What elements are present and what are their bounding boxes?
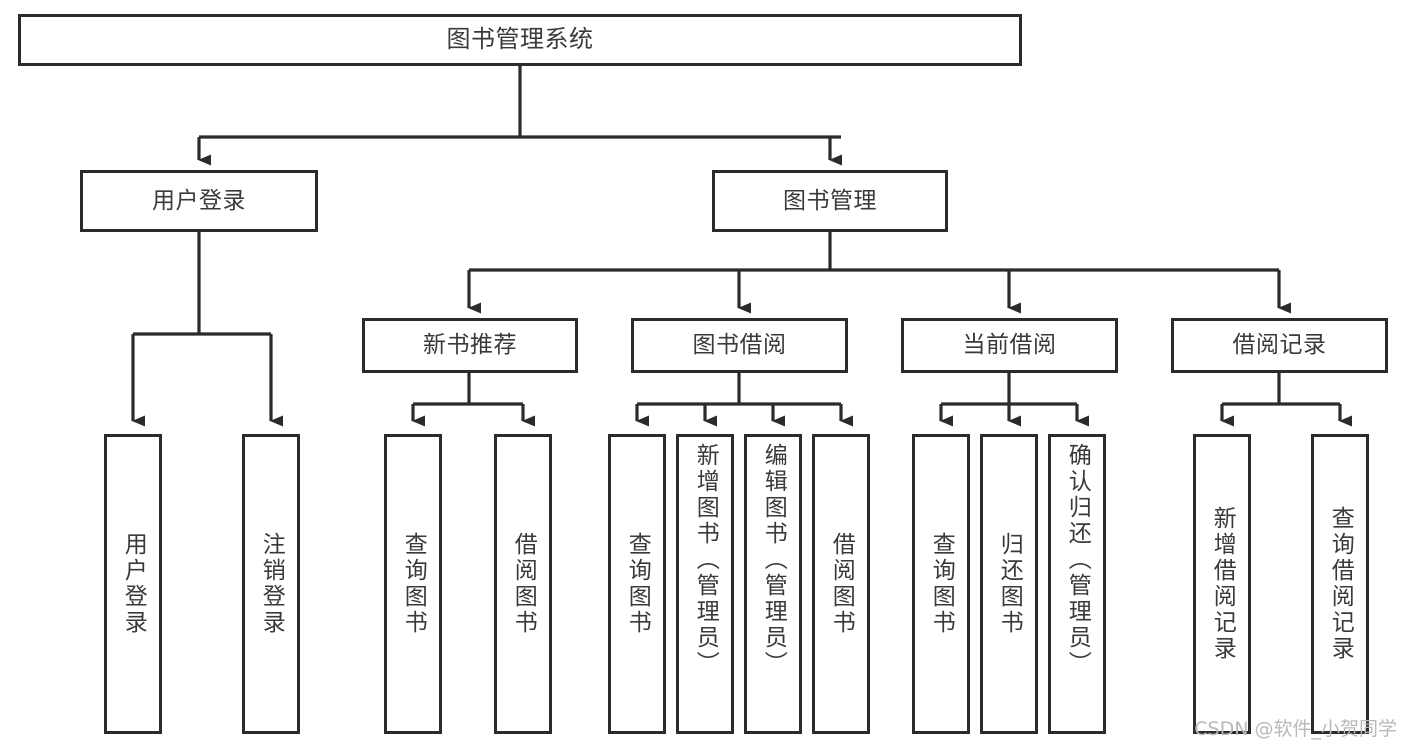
node-current-borrow[interactable]: 当前借阅 [901, 318, 1118, 373]
node-leaf-borrow-book-1-label: 借阅图书 [510, 532, 537, 636]
node-leaf-query-book-1[interactable]: 查询图书 [384, 434, 442, 734]
node-leaf-return-book[interactable]: 归还图书 [980, 434, 1038, 734]
node-leaf-user-login-label: 用户登录 [120, 532, 147, 636]
node-borrow-record-label: 借阅记录 [1232, 332, 1327, 359]
node-leaf-edit-book-label: 编辑图书（管理员） [760, 443, 787, 677]
node-leaf-edit-book[interactable]: 编辑图书（管理员） [744, 434, 802, 734]
node-root[interactable]: 图书管理系统 [18, 14, 1022, 66]
node-book-manage-label: 图书管理 [783, 187, 877, 214]
node-leaf-add-book-label: 新增图书（管理员） [692, 443, 719, 677]
node-book-borrow-label: 图书借阅 [692, 332, 787, 359]
node-leaf-return-book-label: 归还图书 [996, 532, 1023, 636]
node-leaf-query-book-1-label: 查询图书 [400, 532, 427, 636]
node-leaf-logout-label: 注销登录 [258, 532, 285, 636]
node-root-label: 图书管理系统 [446, 25, 594, 54]
node-book-manage[interactable]: 图书管理 [712, 170, 948, 232]
node-new-book-rec[interactable]: 新书推荐 [362, 318, 578, 373]
node-leaf-query-book-3[interactable]: 查询图书 [912, 434, 970, 734]
node-leaf-confirm-return[interactable]: 确认归还（管理员） [1048, 434, 1106, 734]
node-new-book-rec-label: 新书推荐 [423, 332, 517, 359]
node-leaf-borrow-book-2[interactable]: 借阅图书 [812, 434, 870, 734]
node-leaf-confirm-return-label: 确认归还（管理员） [1064, 443, 1091, 677]
node-leaf-query-book-2[interactable]: 查询图书 [608, 434, 666, 734]
node-borrow-record[interactable]: 借阅记录 [1171, 318, 1388, 373]
node-leaf-query-record-label: 查询借阅记录 [1327, 506, 1354, 662]
node-leaf-logout[interactable]: 注销登录 [242, 434, 300, 734]
node-book-borrow[interactable]: 图书借阅 [631, 318, 848, 373]
node-user-login-label: 用户登录 [152, 187, 246, 214]
node-leaf-add-book[interactable]: 新增图书（管理员） [676, 434, 734, 734]
csdn-watermark: CSDN @软件_小贺同学 [1194, 718, 1397, 740]
node-leaf-add-record-label: 新增借阅记录 [1209, 506, 1236, 662]
node-leaf-query-record[interactable]: 查询借阅记录 [1311, 434, 1369, 734]
node-leaf-user-login[interactable]: 用户登录 [104, 434, 162, 734]
node-leaf-query-book-2-label: 查询图书 [624, 532, 651, 636]
node-leaf-borrow-book-2-label: 借阅图书 [828, 532, 855, 636]
node-leaf-query-book-3-label: 查询图书 [928, 532, 955, 636]
node-leaf-add-record[interactable]: 新增借阅记录 [1193, 434, 1251, 734]
node-user-login[interactable]: 用户登录 [80, 170, 318, 232]
node-leaf-borrow-book-1[interactable]: 借阅图书 [494, 434, 552, 734]
node-current-borrow-label: 当前借阅 [962, 332, 1057, 359]
